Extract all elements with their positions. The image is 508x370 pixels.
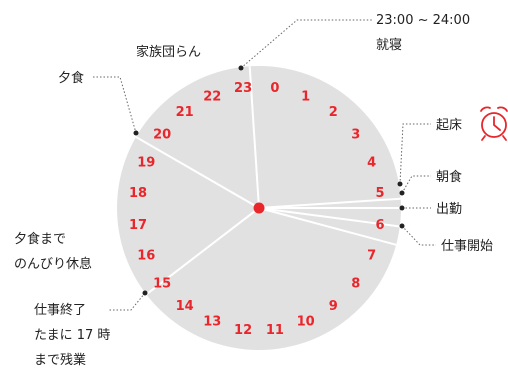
leader-dot xyxy=(399,223,405,229)
alarm-clock-icon xyxy=(480,106,508,141)
hour-number-11: 11 xyxy=(266,323,284,338)
leader-dot xyxy=(142,290,148,296)
hour-number-13: 13 xyxy=(203,315,221,330)
hour-number-12: 12 xyxy=(234,323,252,338)
hour-number-17: 17 xyxy=(129,218,147,233)
hour-number-19: 19 xyxy=(137,155,155,170)
hour-number-1: 1 xyxy=(301,89,310,104)
hour-number-4: 4 xyxy=(367,155,376,170)
label-work-end-1: 仕事終了 xyxy=(34,302,86,318)
hour-number-8: 8 xyxy=(351,276,360,291)
leader-dot xyxy=(399,190,405,196)
time-divider-line xyxy=(135,136,260,209)
label-sleep-time: 23:00 ~ 24:00 xyxy=(376,13,470,28)
hour-number-18: 18 xyxy=(129,186,147,201)
leader-work-end xyxy=(109,292,146,311)
hour-number-15: 15 xyxy=(153,276,171,291)
leader-sleep xyxy=(240,19,372,69)
label-wake: 起床 xyxy=(436,118,462,133)
hour-number-5: 5 xyxy=(375,186,384,201)
label-commute: 出勤 xyxy=(436,202,462,217)
label-relax-1: 夕食まで xyxy=(14,231,66,247)
hour-number-3: 3 xyxy=(351,128,360,143)
hour-number-2: 2 xyxy=(329,105,338,120)
leader-dot xyxy=(238,65,244,71)
leader-lines xyxy=(93,19,436,311)
hour-number-22: 22 xyxy=(203,89,221,104)
label-breakfast: 朝食 xyxy=(436,169,462,185)
label-dinner: 夕食 xyxy=(58,70,84,86)
leader-breakfast xyxy=(401,175,431,194)
label-sleep: 就寝 xyxy=(376,37,402,53)
leader-wake xyxy=(399,123,431,185)
center-dot xyxy=(253,202,265,214)
time-divider-line xyxy=(145,207,260,296)
hour-number-23: 23 xyxy=(234,81,252,96)
hour-number-0: 0 xyxy=(270,81,279,96)
hour-number-14: 14 xyxy=(176,299,194,314)
hour-number-6: 6 xyxy=(375,218,384,233)
time-divider-line xyxy=(258,197,401,209)
time-divider-line xyxy=(258,207,397,246)
leader-dot xyxy=(133,130,139,136)
label-relax-2: のんびり休息 xyxy=(14,256,92,272)
leader-work-start xyxy=(401,225,436,246)
leader-dinner xyxy=(93,76,137,134)
hour-number-9: 9 xyxy=(329,299,338,314)
label-work-end-3: まで残業 xyxy=(34,352,86,368)
time-dividers xyxy=(135,66,401,296)
hour-number-7: 7 xyxy=(367,249,376,264)
leader-dots xyxy=(133,65,405,296)
time-divider-line xyxy=(258,207,400,228)
label-work-start: 仕事開始 xyxy=(441,239,493,254)
hour-number-16: 16 xyxy=(137,249,155,264)
hour-number-20: 20 xyxy=(153,128,171,143)
time-divider-line xyxy=(248,66,260,209)
leader-dot xyxy=(397,181,403,187)
leader-dot xyxy=(399,205,405,211)
hour-number-10: 10 xyxy=(297,315,315,330)
label-work-end-2: たまに 17 時 xyxy=(34,328,110,343)
hour-number-21: 21 xyxy=(176,105,194,120)
label-family: 家族団らん xyxy=(136,44,201,60)
